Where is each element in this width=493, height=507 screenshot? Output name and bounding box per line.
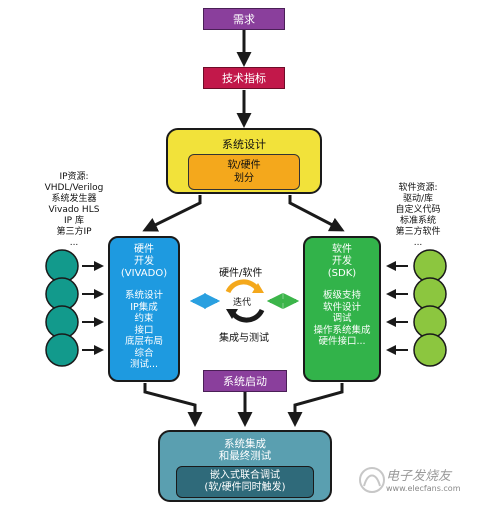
hardware-heading-line: 开发 xyxy=(134,256,154,267)
integration-test-label: 集成与测试 xyxy=(219,333,269,344)
hardware-item: 接口 xyxy=(134,324,154,336)
software-resource-line: 驱动/库 xyxy=(402,194,434,204)
software-heading: 软件 开发 (SDK) xyxy=(305,244,379,280)
final-integration-box: 系统集成 和最终测试 嵌入式联合调试 (软/硬件同时触发) xyxy=(158,430,332,502)
final-title-line: 系统集成 xyxy=(224,438,266,450)
embedded-debug-line: 嵌入式联合调试 xyxy=(210,470,280,481)
ip-resource-line: Vivado HLS xyxy=(48,205,100,215)
software-item: 调试 xyxy=(332,313,352,324)
watermark-brand: 电子发烧友 xyxy=(386,469,452,484)
partition-line-2: 划分 xyxy=(234,173,254,184)
hardware-item: 系统设计 xyxy=(124,290,163,301)
requirements-label: 需求 xyxy=(233,13,255,26)
software-resource-line: ... xyxy=(413,238,423,248)
ip-resource-line: 第三方IP xyxy=(56,227,92,237)
software-development-box: 软件 开发 (SDK) 板级支持 软件设计 调试 操作系统集成 硬件接口... xyxy=(303,236,381,382)
ip-resource-line: IP资源: xyxy=(59,172,89,182)
software-resource-line: 软件资源: xyxy=(398,183,438,193)
partition-line-1: 软/硬件 xyxy=(227,160,261,171)
ip-resource-line: IP 库 xyxy=(64,216,84,226)
hardware-heading-line: (VIVADO) xyxy=(120,268,168,279)
final-title: 系统集成 和最终测试 xyxy=(160,438,330,462)
software-resource-line: 第三方软件 xyxy=(395,227,441,237)
software-heading-line: (SDK) xyxy=(327,268,357,279)
requirements-box: 需求 xyxy=(203,8,285,30)
hw-sw-partition-box: 软/硬件 划分 xyxy=(188,154,300,190)
hardware-development-box: 硬件 开发 (VIVADO) 系统设计 IP集成 约束 接口 底层布局 综合 测… xyxy=(108,236,180,382)
hardware-item: 约束 xyxy=(134,313,154,324)
software-heading-line: 软件 xyxy=(332,244,352,255)
software-item: 操作系统集成 xyxy=(313,324,371,336)
tech-specs-box: 技术指标 xyxy=(203,67,285,89)
embedded-debug-line: (软/硬件同时触发) xyxy=(204,482,286,493)
software-item: 硬件接口... xyxy=(318,336,366,347)
hardware-item: 底层布局 xyxy=(124,336,163,347)
software-heading-line: 开发 xyxy=(332,256,352,267)
hardware-items: 系统设计 IP集成 约束 接口 底层布局 综合 测试... xyxy=(110,290,178,371)
ip-resource-circles xyxy=(45,249,79,367)
ip-resource-line: 系统发生器 xyxy=(51,194,97,204)
watermark-logo xyxy=(359,467,385,493)
ip-resources-list: IP资源: VHDL/Verilog 系统发生器 Vivado HLS IP 库… xyxy=(34,172,114,249)
system-design-box: 系统设计 软/硬件 划分 xyxy=(166,128,322,194)
software-resource-circles xyxy=(413,249,447,367)
software-resources-list: 软件资源: 驱动/库 自定义代码 标准系统 第三方软件 ... xyxy=(378,183,458,249)
software-item: 软件设计 xyxy=(322,301,361,313)
system-boot-box: 系统启动 xyxy=(203,370,287,392)
hardware-item: IP集成 xyxy=(130,301,158,313)
hardware-item: 测试... xyxy=(129,359,159,370)
watermark-url: www.elecfans.com xyxy=(386,484,461,493)
hw-sw-label: 硬件/软件 xyxy=(219,268,263,279)
software-resource-line: 标准系统 xyxy=(399,216,436,226)
iteration-label: 迭代 xyxy=(233,298,252,308)
ip-resource-line: ... xyxy=(69,238,79,248)
final-title-line: 和最终测试 xyxy=(218,450,272,462)
software-item: 板级支持 xyxy=(322,290,361,301)
hardware-heading: 硬件 开发 (VIVADO) xyxy=(110,244,178,280)
iteration-cycle-icon xyxy=(225,279,265,323)
software-resource-line: 自定义代码 xyxy=(395,205,441,215)
tech-specs-label: 技术指标 xyxy=(222,72,266,85)
ip-resource-line: VHDL/Verilog xyxy=(44,183,104,193)
software-items: 板级支持 软件设计 调试 操作系统集成 硬件接口... xyxy=(305,290,379,348)
embedded-debug-box: 嵌入式联合调试 (软/硬件同时触发) xyxy=(176,466,314,498)
hardware-item: 综合 xyxy=(134,347,154,359)
system-boot-label: 系统启动 xyxy=(223,375,267,388)
system-design-title: 系统设计 xyxy=(222,138,266,151)
hardware-heading-line: 硬件 xyxy=(134,244,154,255)
